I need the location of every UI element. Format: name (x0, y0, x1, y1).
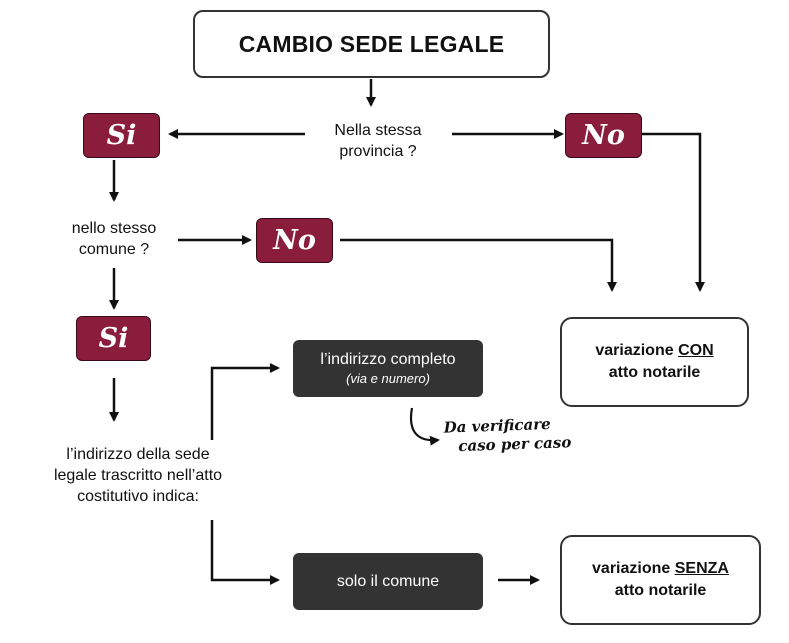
result-without-notary: variazione SENZA atto notarile (560, 535, 761, 625)
arrow-no-province-to-con (642, 132, 705, 292)
result-without-notary-line-2: atto notarile (614, 582, 707, 599)
answer-no-municipality: No (256, 218, 333, 263)
answer-no-municipality-text: No (273, 225, 316, 256)
title-box: CAMBIO SEDE LEGALE (193, 10, 550, 78)
title-text: CAMBIO SEDE LEGALE (238, 30, 505, 57)
result-with-notary-line-2: atto notarile (608, 364, 701, 381)
result-with-notary-keyword: CON (678, 342, 714, 359)
answer-yes-province-text: Si (106, 120, 137, 151)
result-with-notary-prefix: variazione (595, 342, 679, 359)
answer-yes-municipality: Si (76, 316, 151, 361)
answer-yes-municipality-text: Si (98, 323, 129, 354)
option-only-municipality-label: solo il comune (336, 572, 440, 590)
answer-yes-province: Si (83, 113, 160, 158)
arrow-no-municipality-to-con (340, 238, 617, 292)
result-with-notary-line-1: variazione CON (595, 340, 713, 362)
result-without-notary-prefix: variazione (592, 560, 675, 577)
option-only-municipality: solo il comune (293, 553, 483, 610)
question-same-municipality-line-2: comune ? (78, 241, 150, 258)
question-address: l’indirizzo della sede legale trascritto… (28, 444, 248, 507)
option-full-address: l’indirizzo completo (via e numero) (293, 340, 483, 397)
question-same-municipality: nello stesso comune ? (46, 218, 182, 260)
result-without-notary-keyword: SENZA (674, 560, 729, 577)
question-same-province-line-2: provincia ? (339, 143, 417, 160)
arrow-address-to-full (210, 363, 280, 440)
note-verify: Da verificare caso per caso (443, 413, 594, 456)
question-same-municipality-line-1: nello stesso (71, 220, 157, 237)
arrow-address-to-only-municipality (210, 520, 280, 585)
question-address-line-2: legale trascritto nell’atto (53, 467, 223, 484)
question-same-province-line-1: Nella stessa (334, 122, 422, 139)
arrow-full-to-note (409, 407, 440, 446)
question-address-line-1: l’indirizzo della sede (66, 446, 210, 463)
result-without-notary-line-1: variazione SENZA (592, 558, 729, 580)
question-address-line-3: costitutivo indica: (77, 488, 199, 505)
result-with-notary: variazione CON atto notarile (560, 317, 749, 407)
answer-no-province: No (565, 113, 642, 158)
option-full-address-label: l’indirizzo completo (320, 351, 456, 368)
answer-no-province-text: No (582, 120, 625, 151)
question-same-province: Nella stessa provincia ? (303, 120, 453, 162)
option-full-address-detail: (via e numero) (346, 371, 430, 386)
